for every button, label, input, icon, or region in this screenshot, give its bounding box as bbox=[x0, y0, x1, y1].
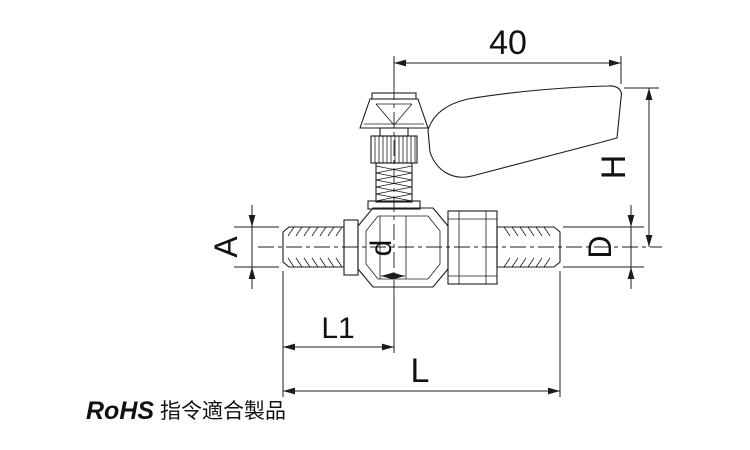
right-pipe-thread-hatch-top bbox=[503, 226, 551, 237]
bore-walls bbox=[379, 216, 407, 279]
dimension-D: D bbox=[563, 205, 644, 289]
dim-L1-label: L1 bbox=[321, 312, 354, 345]
dim-40-label: 40 bbox=[489, 24, 527, 62]
handle-hub-cap bbox=[359, 98, 429, 129]
centerlines bbox=[258, 84, 662, 310]
union-nut-flats bbox=[448, 211, 497, 284]
dimension-40: 40 bbox=[393, 24, 622, 88]
dim-A-label: A bbox=[208, 236, 244, 258]
gland-nut-knurl bbox=[374, 136, 416, 163]
cap-top-plate bbox=[371, 92, 417, 100]
lever-handle bbox=[427, 85, 622, 178]
left-shoulder bbox=[343, 219, 359, 276]
stem-base-flange bbox=[367, 200, 421, 210]
dimension-L: L bbox=[283, 271, 561, 397]
dim-d-label: d bbox=[365, 240, 398, 257]
dim-D-label: D bbox=[582, 235, 618, 258]
rohs-label: RoHS bbox=[86, 397, 154, 425]
valve-stem bbox=[359, 92, 429, 210]
dim-L-label: L bbox=[411, 352, 430, 390]
footer-note: RoHS 指令適合製品 bbox=[86, 397, 286, 425]
dim-H-label: H bbox=[595, 155, 633, 180]
left-pipe-thread-hatch-top bbox=[287, 226, 343, 237]
handle bbox=[427, 85, 622, 178]
packing-spring-hatch-b bbox=[375, 165, 413, 202]
left-pipe-thread-hatch-bottom bbox=[287, 257, 343, 268]
right-pipe-end bbox=[496, 226, 561, 268]
body-inner-octagon bbox=[365, 215, 441, 280]
compliance-label: 指令適合製品 bbox=[160, 400, 286, 423]
dimension-H: H bbox=[595, 87, 659, 247]
dimension-L1: L1 bbox=[282, 271, 395, 397]
dimension-d: d bbox=[365, 240, 405, 280]
valve-body bbox=[282, 207, 561, 288]
dimension-A: A bbox=[208, 205, 279, 289]
right-pipe-thread-hatch-bottom bbox=[503, 257, 551, 268]
cap-wing-detail bbox=[364, 103, 424, 126]
union-nut bbox=[447, 210, 498, 285]
